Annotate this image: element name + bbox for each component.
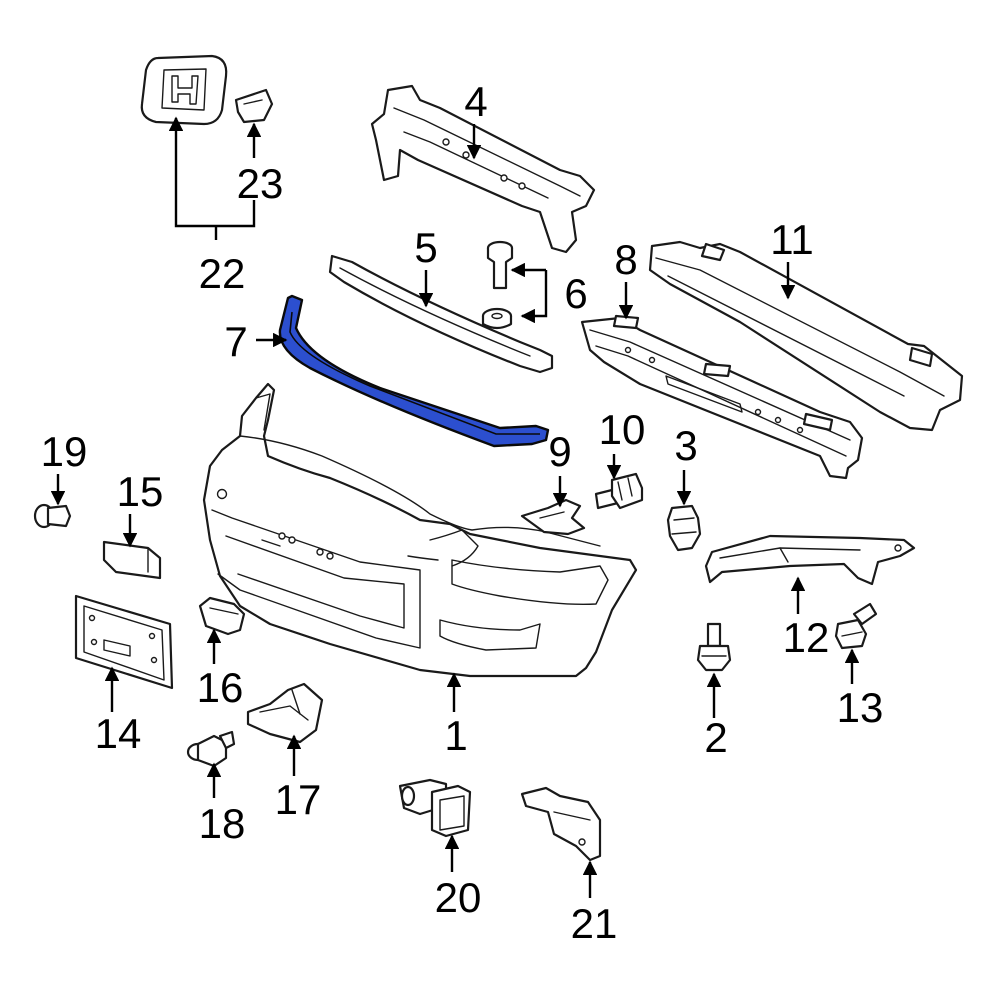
part-5-molding[interactable] — [328, 254, 554, 374]
callout-3: 3 — [674, 422, 697, 469]
part-2-clip[interactable] — [696, 622, 732, 672]
leader-22a — [168, 116, 216, 228]
part-14-plate-bracket[interactable] — [74, 594, 174, 690]
callout-4: 4 — [464, 78, 487, 125]
callout-15: 15 — [117, 468, 164, 515]
part-6-bolt-washer[interactable] — [481, 240, 514, 330]
part-18-sensor[interactable] — [186, 730, 236, 768]
part-12-side-bracket[interactable] — [704, 534, 916, 586]
part-20-fog-lamp[interactable] — [398, 778, 472, 838]
callout-7: 7 — [224, 318, 247, 365]
part-15-pad[interactable] — [102, 540, 162, 580]
part-23-bracket[interactable] — [234, 88, 274, 124]
part-4-upper-support[interactable] — [370, 84, 596, 254]
part-3-clip[interactable] — [666, 504, 702, 552]
callout-8: 8 — [614, 236, 637, 283]
callout-5: 5 — [414, 224, 437, 271]
callout-labels: 4 5 6 7 8 11 9 10 3 12 2 13 1 19 15 14 1… — [41, 78, 884, 947]
part-11-reinforcement[interactable] — [648, 240, 964, 432]
callout-13: 13 — [837, 684, 884, 731]
callout-17: 17 — [275, 776, 322, 823]
leader-22b — [216, 200, 256, 228]
callout-6: 6 — [564, 270, 587, 317]
leader-6a — [520, 270, 548, 324]
callout-21: 21 — [571, 900, 618, 947]
part-21-bracket[interactable] — [520, 786, 602, 862]
callout-20: 20 — [435, 874, 482, 921]
part-7-seal-highlighted[interactable] — [278, 294, 550, 448]
part-19-pin[interactable] — [33, 503, 72, 529]
callout-22: 22 — [199, 250, 246, 297]
callout-16: 16 — [197, 664, 244, 711]
callout-11: 11 — [770, 216, 814, 263]
callout-9: 9 — [548, 428, 571, 475]
part-13-bolt[interactable] — [834, 602, 878, 650]
callout-19: 19 — [41, 428, 88, 475]
callout-14: 14 — [95, 710, 142, 757]
part-16-cap[interactable] — [198, 596, 246, 636]
leader-lines — [50, 116, 860, 898]
callout-1: 1 — [444, 712, 467, 759]
part-10-fastener[interactable] — [594, 472, 644, 510]
callout-18: 18 — [199, 800, 246, 847]
part-1-bumper-cover[interactable] — [202, 382, 638, 678]
callout-10: 10 — [599, 406, 646, 453]
callout-12: 12 — [783, 614, 830, 661]
callout-23: 23 — [237, 160, 284, 207]
callout-2: 2 — [704, 714, 727, 761]
part-22-emblem[interactable] — [140, 54, 228, 126]
part-8-frame[interactable] — [580, 314, 864, 480]
part-17-bracket[interactable] — [246, 682, 324, 744]
